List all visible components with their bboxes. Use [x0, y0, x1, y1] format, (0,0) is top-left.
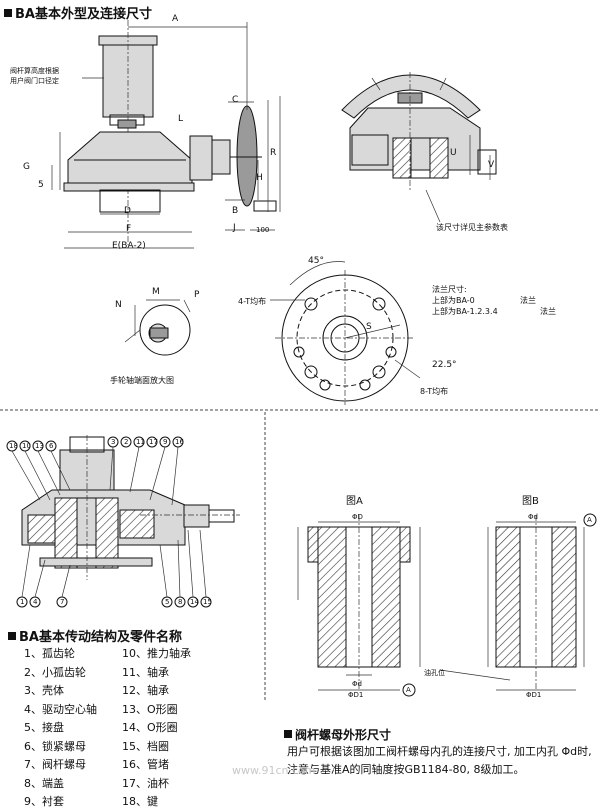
parts-list-right: 10、推力轴承 11、轴承 12、轴承 13、O形圈 14、O形圈 15、档圈 …	[122, 645, 191, 812]
holes-8t: 8-T均布	[420, 387, 449, 396]
dim-D: D	[124, 206, 131, 216]
callout-8: 8	[178, 598, 183, 606]
part-item: 3、壳体	[24, 684, 64, 697]
callout-6: 6	[49, 442, 54, 450]
figure-a-label: 图A	[346, 496, 363, 507]
part-item: 1、孤齿轮	[24, 647, 75, 660]
dim-45deg: 45°	[308, 256, 324, 266]
flange-dim-title: 法兰尺寸:	[432, 285, 467, 294]
callout-15: 15	[203, 598, 212, 606]
flange-view	[270, 261, 421, 405]
side-view	[341, 72, 497, 223]
part-item: 18、键	[122, 795, 158, 808]
part-item: 12、轴承	[122, 684, 169, 697]
bullet-square-icon	[4, 9, 12, 17]
part-item: 2、小孤齿轮	[24, 665, 86, 679]
datum-a-circle-label-b: A	[587, 516, 592, 524]
part-item: 7、阀杆螺母	[24, 758, 86, 771]
callout-10: 10	[22, 442, 31, 450]
callout-2: 2	[124, 438, 129, 446]
parts-list-left: 1、孤齿轮 2、小孤齿轮 3、壳体 4、驱动空心轴 5、接盘 6、锁紧螺母 7、…	[24, 645, 97, 812]
dim-phid-a: Φd	[352, 680, 362, 688]
dim-U: U	[450, 148, 457, 158]
dim-phiD1-b: ΦD1	[526, 691, 542, 699]
dim-22deg: 22.5°	[432, 360, 457, 370]
callout-17: 17	[149, 438, 158, 446]
callout-1: 1	[20, 598, 25, 606]
part-item: 6、锁紧螺母	[24, 739, 86, 753]
dim-C: C	[232, 95, 239, 105]
dim-N: N	[115, 300, 122, 310]
dim-phid-b: Φd	[528, 513, 538, 521]
callout-13: 13	[35, 442, 44, 450]
dim-G: G	[23, 162, 30, 172]
stem-nut-paragraph-2: 注意与基准A的同轴度按GB1184-80, 8级加工。	[287, 763, 525, 776]
dim-V: V	[488, 160, 495, 170]
callout-3: 3	[111, 438, 116, 446]
dim-M: M	[152, 287, 160, 297]
flange-word-2: 法兰	[540, 307, 556, 316]
callout-11: 11	[136, 438, 145, 446]
assembly-section-view	[6, 435, 240, 608]
bullet-square-icon	[8, 632, 16, 640]
handwheel-view-caption: 手轮轴端面放大图	[110, 376, 174, 385]
flange-word-1: 法兰	[520, 296, 536, 305]
flange-top-ba1234: 上部为BA-1.2.3.4	[432, 307, 498, 316]
dim-100: 100	[256, 226, 270, 234]
dim-S: S	[366, 322, 372, 332]
dim-H: H	[256, 173, 263, 183]
dim-phiD-a: ΦD	[352, 513, 363, 521]
dim-F: F	[126, 224, 132, 234]
part-item: 16、管堵	[122, 758, 169, 771]
stem-nut-paragraph-1: 用户可根据该图加工阀杆螺母内孔的连接尺寸, 加工内孔 Φd时,	[287, 745, 592, 758]
part-item: 11、轴承	[122, 665, 169, 679]
dim-5: 5	[38, 180, 44, 190]
dim-E: E(BA-2)	[112, 241, 146, 251]
callout-16: 16	[175, 438, 184, 446]
part-item: 14、O形圈	[122, 721, 178, 734]
part-item: 15、档圈	[122, 739, 169, 753]
stem-height-note-2: 用户阀门口径定	[10, 77, 59, 85]
callout-18: 18	[9, 442, 18, 450]
stem-height-note-1: 阀杆算高度根据	[10, 67, 59, 75]
section3-title: 阀杆螺母外形尺寸	[284, 726, 391, 743]
callout-5: 5	[165, 598, 170, 606]
dim-L: L	[178, 114, 184, 124]
section1-title: BA基本外型及连接尺寸	[4, 3, 152, 22]
dim-B: B	[232, 206, 239, 216]
technical-drawing	[0, 20, 600, 700]
part-item: 13、O形圈	[122, 702, 178, 716]
callout-7: 7	[60, 598, 65, 606]
callout-14: 14	[190, 598, 199, 606]
part-item: 9、衬套	[24, 795, 64, 808]
part-item: 5、接盘	[24, 721, 64, 734]
dim-R: R	[270, 148, 277, 158]
part-item: 17、油杯	[122, 776, 169, 790]
shaft-end-view	[124, 299, 191, 356]
part-item: 4、驱动空心轴	[24, 702, 97, 716]
figure-b-label: 图B	[522, 496, 539, 507]
dim-P: P	[194, 290, 200, 300]
holes-4t: 4-T均布	[238, 297, 267, 306]
callout-9: 9	[163, 438, 168, 446]
datum-a-circle-label: A	[406, 686, 411, 694]
section2-title: BA基本传动结构及零件名称	[8, 626, 182, 645]
part-item: 8、端盖	[24, 776, 64, 790]
callout-4: 4	[33, 598, 38, 606]
dim-A: A	[172, 14, 179, 24]
watermark: www.91cn.com	[232, 764, 316, 777]
part-item: 10、推力轴承	[122, 647, 191, 660]
front-view	[51, 20, 281, 249]
oil-hole-note: 油孔位	[424, 669, 445, 677]
see-table-note: 该尺寸详见主参数表	[436, 223, 508, 232]
flange-top-ba0: 上部为BA-0	[432, 296, 475, 305]
dim-J: J	[233, 223, 236, 233]
bullet-square-icon	[284, 730, 292, 738]
dim-phiD1-a: ΦD1	[348, 691, 364, 699]
stem-nut-figures	[297, 513, 597, 697]
